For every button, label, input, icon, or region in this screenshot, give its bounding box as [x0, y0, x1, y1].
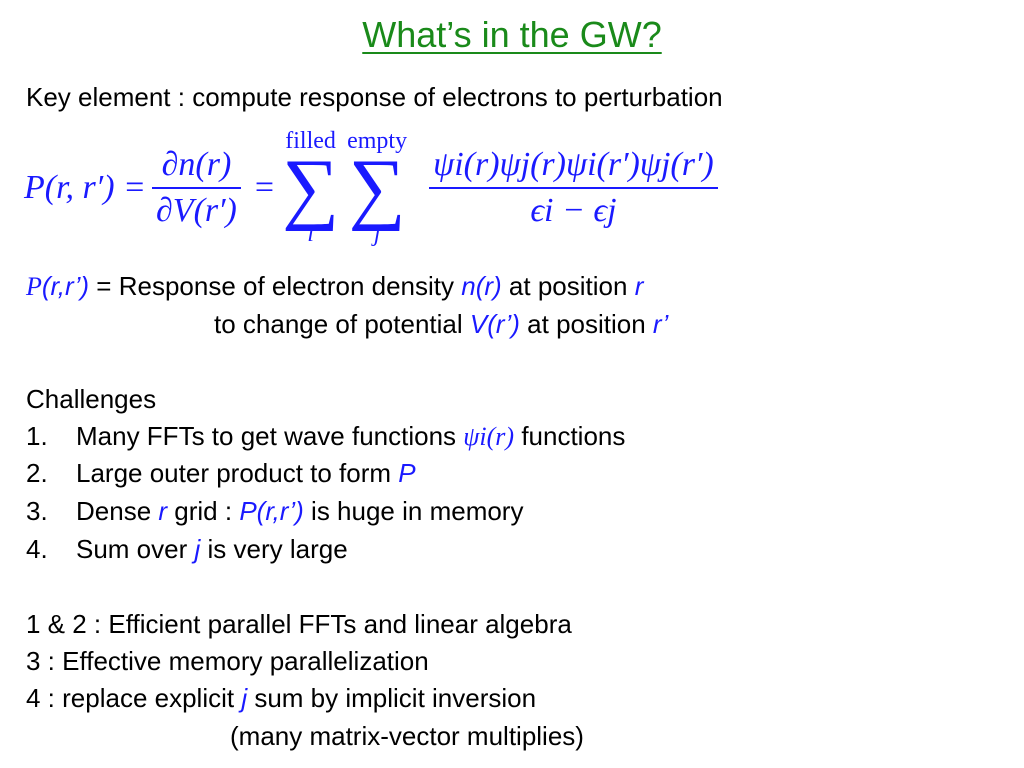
item-text: functions	[514, 421, 626, 451]
solution-symbol: j	[241, 683, 248, 713]
sigma-symbol: ∑	[348, 144, 406, 232]
symbol-P-args: (r,r’)	[41, 271, 90, 301]
derivative-fraction: ∂n(r) ∂V(r′)	[152, 146, 241, 230]
item-symbol: ψi(r)	[463, 422, 515, 451]
item-number: 4.	[26, 534, 48, 564]
symbol-V-arg: (r’)	[487, 309, 520, 339]
item-text: grid :	[167, 496, 240, 526]
item-text: Dense	[76, 496, 159, 526]
item-number: 1.	[26, 421, 48, 451]
challenge-item: 4. Sum over j is very large	[26, 534, 348, 565]
symbol-V: V	[469, 309, 488, 339]
solution-line: 3 : Effective memory parallelization	[26, 646, 429, 676]
item-text: Many FFTs to get wave functions	[76, 421, 464, 451]
sum-empty: empty ∑ j	[347, 128, 407, 248]
sum-filled-lower: i	[307, 221, 314, 247]
sum-empty-upper: empty	[347, 128, 408, 154]
item-number: 2.	[26, 458, 48, 488]
item-symbol: P(r,r’)	[239, 496, 304, 526]
definition-text: at position	[501, 271, 635, 301]
item-text: is very large	[200, 534, 348, 564]
equation-lhs: P(r, r′) =	[24, 169, 146, 206]
definition-text: Response of electron density	[118, 271, 462, 301]
sum-fraction-denominator: ϵi − ϵj	[530, 192, 617, 229]
solution-line: 1 & 2 : Efficient parallel FFTs and line…	[26, 609, 572, 639]
symbol-r: r	[634, 271, 644, 301]
item-text: Sum over	[76, 534, 195, 564]
solution-line: 4 : replace explicit j sum by implicit i…	[26, 683, 536, 714]
page-title: What’s in the GW?	[362, 14, 662, 55]
definition-text: at position	[519, 309, 653, 339]
solution-text: 4 : replace explicit	[26, 683, 242, 713]
solution-line: (many matrix-vector multiplies)	[230, 721, 584, 751]
key-element-text: Key element : compute response of electr…	[26, 82, 723, 112]
sum-empty-lower: j	[373, 221, 381, 247]
sum-fraction: ψi(r)ψj(r)ψi(r′)ψj(r′) ϵi − ϵj	[429, 146, 718, 230]
symbol-r-prime: r’	[652, 309, 669, 339]
symbol-n-arg: (r)	[475, 271, 502, 301]
sum-filled: filled ∑ i	[282, 128, 339, 248]
derivative-numerator: ∂n(r)	[161, 146, 232, 183]
definition-text: to change of potential	[214, 309, 470, 339]
item-symbol: r	[158, 496, 168, 526]
symbol-P: P	[26, 272, 42, 301]
item-text: is huge in memory	[303, 496, 524, 526]
derivative-denominator: ∂V(r′)	[156, 192, 237, 229]
definition-line-2: to change of potential V(r’) at position…	[214, 309, 668, 340]
item-text: Large outer product to form	[76, 458, 399, 488]
challenge-item: 1.Many FFTs to get wave functions ψi(r) …	[26, 421, 625, 452]
response-equation: P(r, r′) = ∂n(r) ∂V(r′) = filled ∑ i emp…	[24, 118, 718, 258]
challenges-heading: Challenges	[26, 384, 157, 414]
definition-line-1: P(r,r’) = Response of electron density n…	[26, 271, 643, 302]
symbol-n: n	[461, 271, 476, 301]
sum-fraction-numerator: ψi(r)ψj(r)ψi(r′)ψj(r′)	[433, 146, 714, 183]
sigma-symbol: ∑	[282, 144, 340, 232]
item-symbol: j	[194, 534, 201, 564]
sum-filled-upper: filled	[285, 128, 336, 154]
challenge-item: 2. Large outer product to form P	[26, 458, 416, 489]
challenge-item: 3. Dense r grid : P(r,r’) is huge in memo…	[26, 496, 523, 527]
equation-equals: =	[254, 169, 275, 206]
item-number: 3.	[26, 496, 48, 526]
solution-text: sum by implicit inversion	[247, 683, 537, 713]
definition-eq: =	[89, 271, 119, 301]
item-symbol: P	[398, 458, 416, 488]
